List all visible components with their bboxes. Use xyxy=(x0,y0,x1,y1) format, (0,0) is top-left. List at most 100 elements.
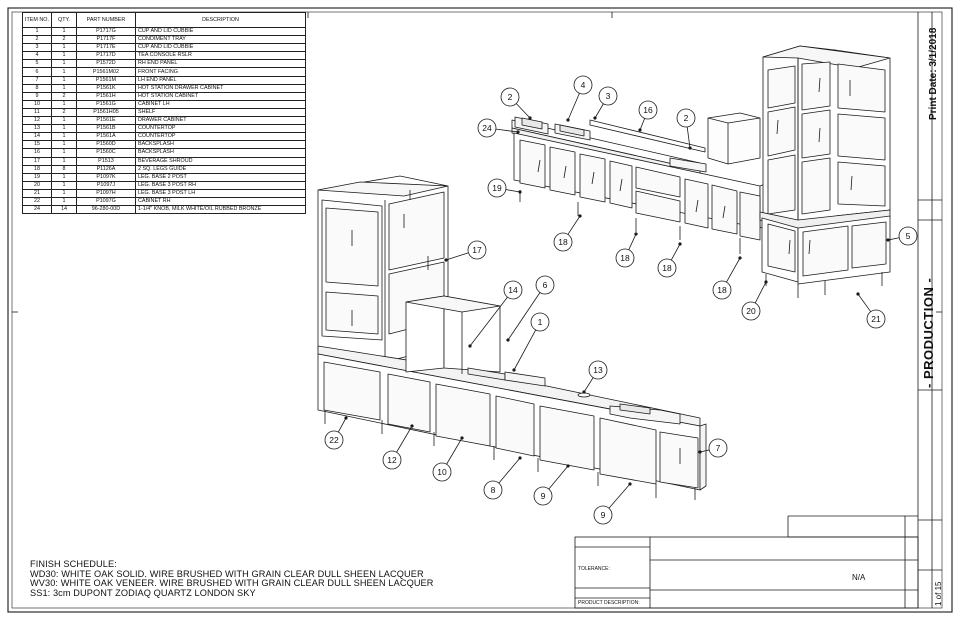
bom-cell-part: P1097K xyxy=(75,172,136,182)
callout-leader-dot xyxy=(678,242,682,246)
callout-balloon: 20 xyxy=(741,280,768,321)
callout-leader-line xyxy=(337,417,347,433)
callout-leader-dot xyxy=(886,238,890,242)
callout-leader-line xyxy=(548,465,569,490)
bom-header-part: PART NUMBER xyxy=(75,12,136,28)
bom-cell-qty: 1 xyxy=(50,43,77,53)
callout-leader-dot xyxy=(566,118,570,122)
callout-leader-dot xyxy=(344,416,348,420)
bom-cell-qty: 1 xyxy=(50,83,77,93)
callout-balloon: 12 xyxy=(382,424,414,470)
callout-balloon: 3 xyxy=(593,86,618,120)
callout-leader-line xyxy=(513,329,537,371)
bom-cell-item: 16 xyxy=(22,148,52,158)
finish-title: FINISH SCHEDULE: xyxy=(30,559,117,569)
callout-balloon: 6 xyxy=(506,275,555,342)
callout-balloon-label: 2 xyxy=(508,92,513,102)
bom-cell-qty: 1 xyxy=(50,124,77,134)
finish-line-wd30: WD30: WHITE OAK SOLID. WIRE BRUSHED WITH… xyxy=(30,568,424,579)
callout-leader-line xyxy=(446,437,463,465)
callout-balloon-circle xyxy=(898,226,918,246)
callout-balloon-label: 10 xyxy=(437,467,447,477)
bom-cell-qty: 1 xyxy=(50,148,77,158)
callout-balloon-circle xyxy=(533,486,553,506)
callout-leader-dot xyxy=(738,256,742,260)
callout-balloon: 7 xyxy=(698,438,728,458)
bom-cell-part: P1561G xyxy=(75,99,136,109)
bom-cell-qty: 14 xyxy=(50,205,77,215)
bom-cell-description: DRAWER CABINET xyxy=(134,116,307,126)
bom-cell-qty: 1 xyxy=(50,75,77,85)
callout-leader-dot xyxy=(593,116,597,120)
bom-cell-description: CABINET LH xyxy=(134,99,307,109)
callout-balloon-label: 21 xyxy=(871,314,881,324)
callout-balloon: 18 xyxy=(615,232,638,268)
callout-leader-dot xyxy=(518,190,522,194)
callout-balloon: 18 xyxy=(657,242,682,278)
bom-cell-part: P1560C xyxy=(75,148,136,158)
callout-balloon-label: 18 xyxy=(558,237,568,247)
callout-balloon-label: 1 xyxy=(538,317,543,327)
bom-cell-part: P1561K xyxy=(75,83,136,93)
callout-balloon-label: 18 xyxy=(717,285,727,295)
bom-cell-description: LEG. BASE 3 POST RH xyxy=(134,180,307,190)
bom-cell-qty: 1 xyxy=(50,196,77,207)
bom-cell-item: 10 xyxy=(22,99,52,109)
bom-cell-qty: 1 xyxy=(50,67,77,77)
callout-balloon: 2 xyxy=(676,108,696,150)
bom-cell-item: 17 xyxy=(22,156,52,166)
bom-cell-part: P1561M02 xyxy=(75,67,136,77)
callout-leader-line xyxy=(505,189,521,193)
bom-cell-description: CUP AND LID CUBBIE xyxy=(134,43,307,53)
callout-leader-line xyxy=(754,281,767,304)
callout-balloon-circle xyxy=(500,87,520,107)
callout-balloon: 24 xyxy=(477,118,520,138)
bom-cell-part: P1560D xyxy=(75,140,136,150)
bom-cell-part: P1717D xyxy=(75,51,136,61)
callout-leader-line xyxy=(887,237,900,241)
callout-leader-dot xyxy=(460,436,464,440)
bom-cell-description: LH END PANEL xyxy=(134,75,307,85)
callout-leader-line xyxy=(686,126,691,149)
callout-leader-line xyxy=(495,128,519,133)
callout-leader-dot xyxy=(468,344,472,348)
callout-balloon-circle xyxy=(535,275,555,295)
lower-counter-run xyxy=(317,295,707,500)
callout-leader-dot xyxy=(518,456,522,460)
callout-leader-line xyxy=(583,377,594,393)
callout-balloon-circle xyxy=(676,108,696,128)
bom-cell-part: P1126A xyxy=(75,164,136,174)
callout-leader-line xyxy=(515,103,531,119)
side-title-strip xyxy=(917,12,942,608)
callout-leader-line xyxy=(507,292,541,341)
callout-balloon-circle xyxy=(573,75,593,95)
bom-cell-item: 18 xyxy=(22,164,52,174)
bom-cell-item: 12 xyxy=(22,116,52,126)
callout-leader-line xyxy=(639,118,646,131)
callout-leader-line xyxy=(628,233,637,250)
callout-leader-dot xyxy=(638,128,642,132)
callout-balloon: 9 xyxy=(533,464,570,506)
bom-cell-description: FRONT FACING xyxy=(134,67,307,77)
upper-counter-run xyxy=(511,112,766,254)
callout-balloon-circle xyxy=(553,232,573,252)
bom-cell-part: P1717E xyxy=(75,43,136,53)
bom-cell-part: P1717G xyxy=(75,26,136,37)
print-date: Print Date: 3/1/2018 xyxy=(928,27,939,120)
callout-balloon: 17 xyxy=(444,240,487,262)
bom-cell-description: BEVERAGE SHROUD xyxy=(134,156,307,166)
bom-cell-qty: 1 xyxy=(50,132,77,142)
callout-balloon-label: 14 xyxy=(508,285,518,295)
